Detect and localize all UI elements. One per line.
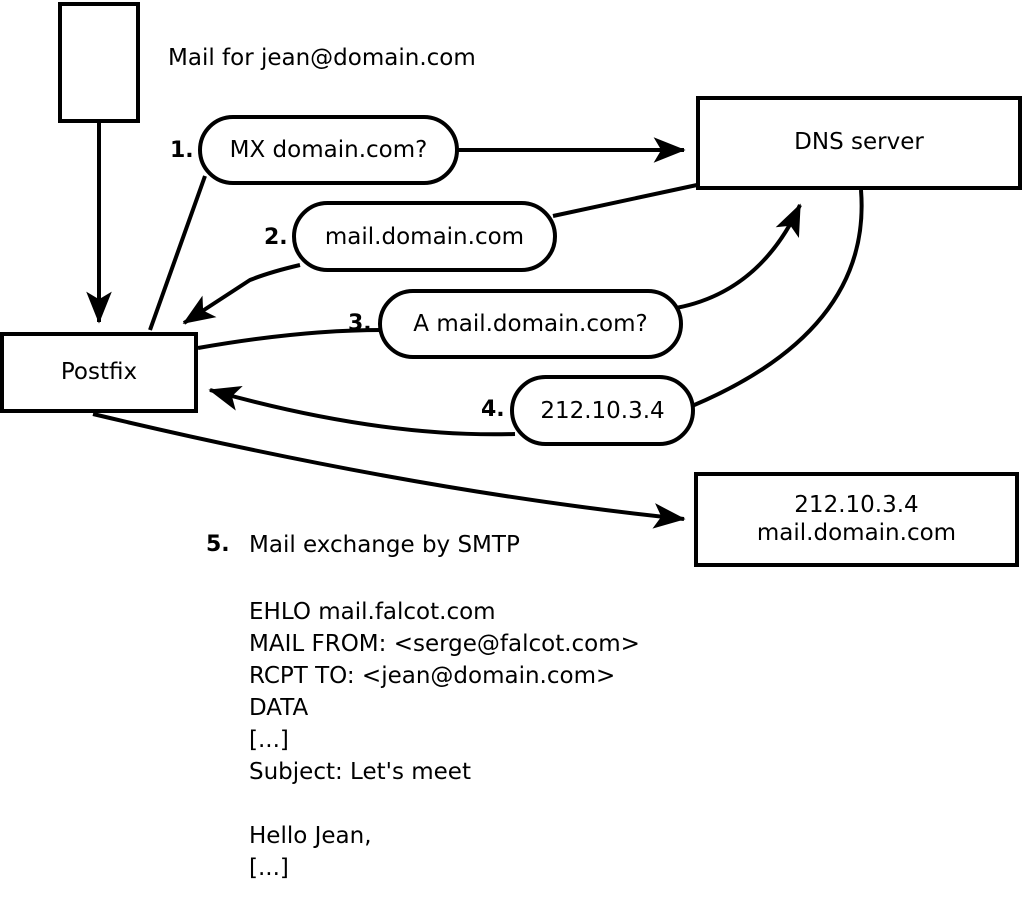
step-bubble-mx-answer[interactable]: mail.domain.com xyxy=(292,201,557,272)
connector-postfix-to-step3 xyxy=(197,328,383,350)
connector-postfix-to-step1 xyxy=(148,175,207,331)
node-postfix-label: Postfix xyxy=(60,358,138,385)
step-number-3: 3. xyxy=(348,311,372,336)
step-5-label: Mail exchange by SMTP xyxy=(249,532,520,558)
connector-postfix-to-target xyxy=(92,412,686,529)
connector-dns-to-step4 xyxy=(691,189,864,408)
step-bubble-a-answer[interactable]: 212.10.3.4 xyxy=(510,375,695,446)
step-number-1: 1. xyxy=(170,138,194,163)
step-bubble-mx-query-label: MX domain.com? xyxy=(229,137,428,163)
step-bubble-a-query[interactable]: A mail.domain.com? xyxy=(378,289,683,359)
step-number-2: 2. xyxy=(264,225,288,250)
node-target-mail-server[interactable]: 212.10.3.4 mail.domain.com xyxy=(694,472,1019,567)
node-dns-server-label: DNS server xyxy=(794,129,924,156)
step-bubble-a-query-label: A mail.domain.com? xyxy=(413,311,648,337)
step-bubble-a-answer-label: 212.10.3.4 xyxy=(540,397,665,424)
node-mail-client[interactable] xyxy=(58,2,140,123)
connector-step4-to-postfix xyxy=(208,385,516,437)
smtp-transcript: EHLO mail.falcot.com MAIL FROM: <serge@f… xyxy=(249,599,640,881)
connector-step2-to-postfix xyxy=(182,263,301,325)
node-postfix[interactable]: Postfix xyxy=(0,332,198,413)
step-bubble-mx-query[interactable]: MX domain.com? xyxy=(198,115,459,185)
node-target-mail-server-label: 212.10.3.4 mail.domain.com xyxy=(756,492,957,546)
connector-dns-to-step2 xyxy=(552,183,698,218)
connector-step3-to-dns xyxy=(675,203,802,310)
step-number-5: 5. xyxy=(206,532,230,557)
step-bubble-mx-answer-label: mail.domain.com xyxy=(324,223,525,250)
diagram-title: Mail for jean@domain.com xyxy=(168,45,476,71)
node-dns-server[interactable]: DNS server xyxy=(696,96,1022,190)
step-number-4: 4. xyxy=(481,397,505,422)
